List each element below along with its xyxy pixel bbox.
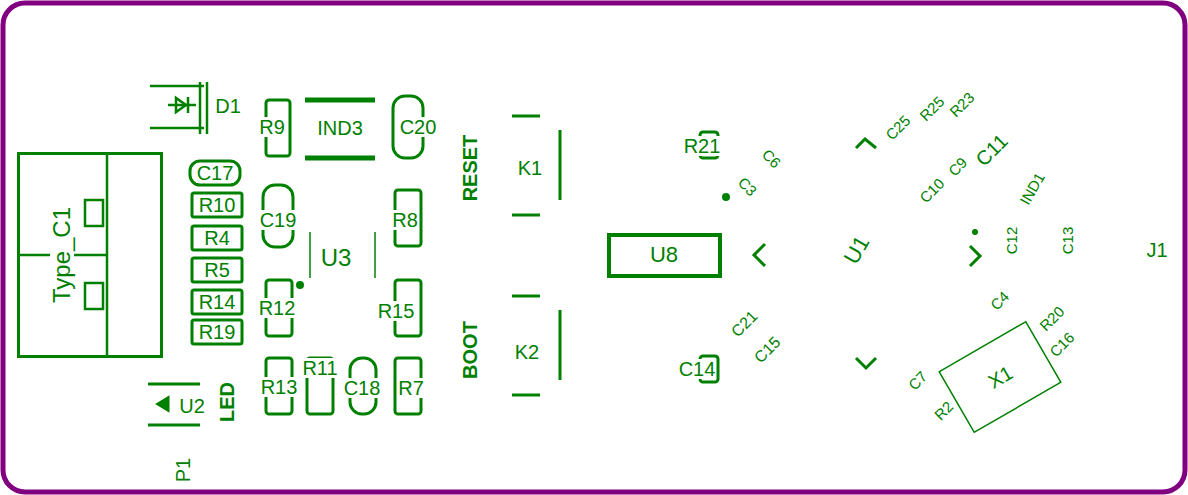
- component-outlines-part: [754, 244, 765, 266]
- part-designator: J1: [1145, 240, 1168, 260]
- part-designator: C17: [196, 163, 235, 183]
- part-designator: C20: [399, 117, 438, 137]
- component-outlines-part: [192, 258, 242, 282]
- diode-symbol-part: [150, 85, 204, 88]
- component-outlines-part: [148, 424, 200, 427]
- component-outlines-part: [559, 130, 562, 200]
- part-designator: C13: [1061, 225, 1076, 255]
- component-outlines-part: [512, 394, 540, 397]
- component-outlines-part: [309, 232, 311, 278]
- diode-symbol-part: [199, 82, 202, 134]
- diode-symbol-part: [176, 98, 186, 112]
- part-designator: K2: [514, 342, 540, 362]
- component-outlines-part: [158, 398, 168, 410]
- component-outlines-part: [192, 320, 242, 344]
- part-designator: U3: [320, 246, 353, 270]
- part-designator: C18: [343, 378, 382, 398]
- component-outlines-part: [192, 290, 242, 314]
- diode-symbol-part: [187, 97, 190, 113]
- usb-connector-outline-part: [85, 283, 103, 309]
- component-outlines-part: [970, 246, 980, 266]
- component-outlines-part: [192, 226, 242, 250]
- part-designator: R10: [198, 195, 237, 215]
- diode-symbol: [150, 82, 207, 134]
- part-designator: R13: [260, 377, 299, 397]
- component-outlines-part: [512, 295, 540, 298]
- part-designator: C12: [1005, 225, 1020, 255]
- usb-connector-box: Type_C1: [17, 152, 163, 358]
- part-designator: R12: [258, 298, 297, 318]
- part-designator: R11: [301, 358, 338, 378]
- part-designator: R7: [397, 378, 425, 398]
- component-outlines-part: [512, 214, 540, 217]
- part-designator: R9: [258, 117, 286, 137]
- part-designator: BOOT: [460, 320, 480, 380]
- component-outlines: [148, 96, 1061, 432]
- component-outlines-part: [856, 358, 876, 368]
- pin1-dots-part: [722, 193, 730, 201]
- part-designator: RESET: [460, 134, 480, 203]
- component-outlines-part: [148, 383, 200, 386]
- part-designator: R8: [391, 210, 419, 230]
- board-outline: [3, 3, 1185, 492]
- pin1-dots-part: [972, 229, 978, 235]
- usb-connector-outline-part: [85, 200, 103, 226]
- part-designator: P1: [173, 457, 193, 483]
- component-outlines-part: [559, 310, 562, 380]
- component-outlines-part: [374, 232, 376, 278]
- part-designator: LED: [217, 381, 237, 423]
- usb-connector-outline: [17, 152, 107, 358]
- part-designator: C19: [259, 210, 298, 230]
- part-designator: K1: [517, 158, 543, 178]
- part-designator: R4: [203, 228, 231, 248]
- pin1-dots: [296, 193, 978, 289]
- part-designator: R14: [198, 292, 237, 312]
- part-designator: U2: [178, 396, 206, 416]
- diode-symbol-part: [168, 104, 196, 107]
- part-designator: U8: [649, 244, 679, 266]
- part-designator: Type_C1: [50, 206, 74, 304]
- pin1-dots-part: [296, 281, 304, 289]
- component-outlines-part: [305, 98, 375, 103]
- component-outlines-part: [512, 115, 540, 118]
- part-designator: D1: [214, 96, 242, 116]
- part-designator: R5: [203, 260, 231, 280]
- part-designator: R15: [377, 301, 416, 321]
- part-designator: R19: [198, 322, 237, 342]
- diode-symbol-part: [150, 127, 204, 130]
- part-designator: C14: [678, 359, 717, 379]
- component-outlines-part: [305, 156, 375, 161]
- component-outlines-part: [856, 139, 876, 148]
- component-outlines-part: [190, 161, 240, 185]
- part-designator: R21: [683, 136, 722, 156]
- component-outlines-part: [939, 322, 1061, 433]
- diode-symbol-part: [206, 82, 209, 134]
- part-designator: IND3: [316, 118, 364, 138]
- component-outlines-part: [192, 193, 242, 217]
- ic-outline-box: U8: [607, 233, 722, 278]
